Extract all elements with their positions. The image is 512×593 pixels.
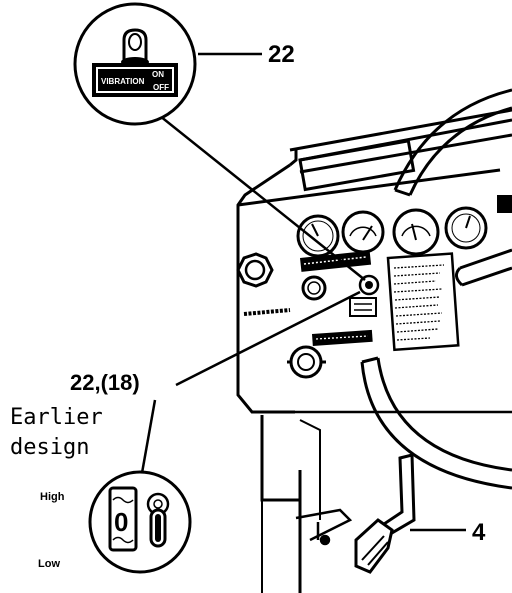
switch-vibration-label: VIBRATION	[101, 77, 145, 86]
ignition-switch	[287, 345, 326, 379]
leader-lines	[139, 52, 466, 532]
left-nameplate	[243, 308, 291, 316]
label-low: Low	[38, 558, 60, 570]
gauge-4	[444, 206, 488, 250]
corner-tag	[497, 195, 512, 213]
left-knob	[236, 252, 274, 288]
earlier-switch-detail	[88, 470, 192, 574]
steering-wheel	[360, 88, 512, 490]
gauge-3	[392, 208, 440, 256]
gauge-2	[341, 210, 385, 254]
vibration-switch-detail	[73, 2, 197, 126]
lower-label-plate	[312, 329, 373, 346]
steering-spoke	[455, 248, 512, 287]
gauge-label-plate	[300, 250, 372, 272]
dial-value: 0	[114, 507, 128, 537]
switch-off-label: OFF	[153, 83, 169, 92]
note-design: design	[10, 435, 89, 460]
instruction-plate	[386, 252, 460, 352]
panel-switch-label	[349, 297, 377, 317]
dashboard-panel	[236, 108, 512, 593]
callout-4: 4	[472, 519, 486, 546]
pedal-lever	[354, 453, 416, 574]
gauge-1	[296, 214, 340, 258]
floor-bracket	[295, 508, 353, 546]
note-earlier: Earlier	[10, 405, 103, 430]
label-high: High	[40, 491, 65, 503]
instrument-hood	[298, 139, 416, 192]
switch-on-label: ON	[152, 70, 164, 79]
round-button	[301, 275, 327, 301]
callout-22-top: 22	[268, 41, 295, 68]
callout-22-18: 22,(18)	[70, 370, 140, 395]
